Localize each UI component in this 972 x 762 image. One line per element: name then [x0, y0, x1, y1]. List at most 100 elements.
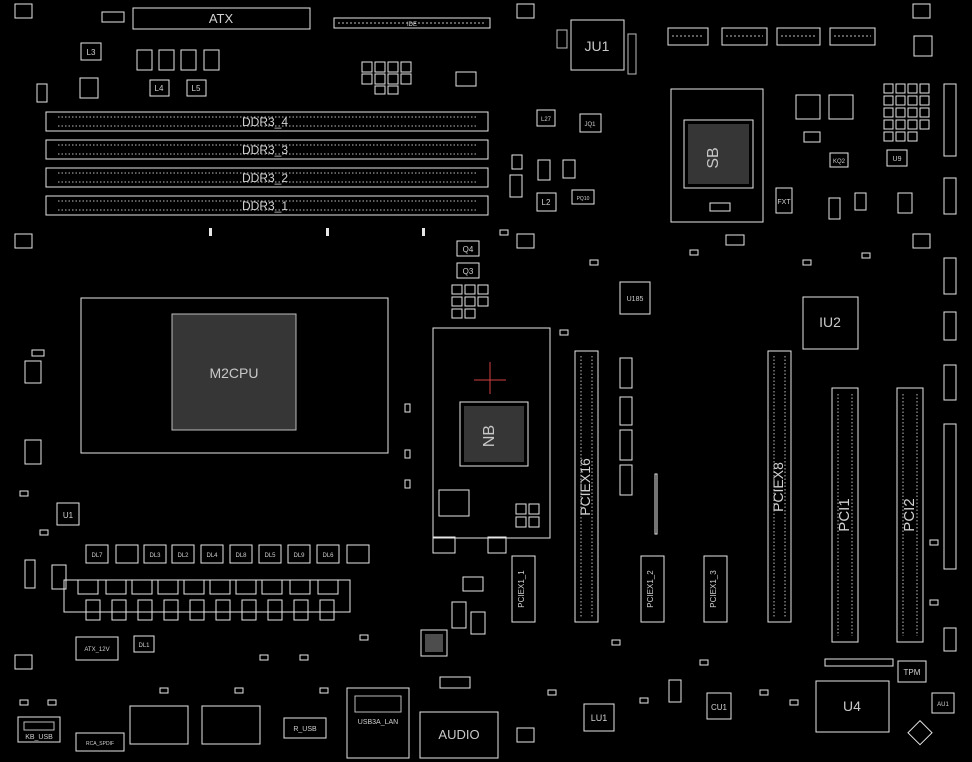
- small-part: [36, 83, 48, 103]
- marker: [209, 228, 212, 236]
- header-row: [667, 27, 876, 46]
- dl-row: DL7 DL3 DL2 DL4 DL8 DL5 DL9 DL6: [85, 544, 370, 564]
- q3-label: Q3: [463, 267, 474, 276]
- small-part: [24, 559, 36, 589]
- small-part: [562, 159, 576, 179]
- u4-chip: U4: [815, 680, 890, 733]
- pci1-slot: PCI1: [831, 387, 859, 643]
- small-part: [537, 159, 551, 181]
- au1-chip: AU1: [931, 692, 955, 714]
- small-part: [803, 131, 821, 143]
- atx-connector: ATX: [132, 7, 311, 30]
- mount-mark: [14, 233, 33, 249]
- northbridge-chip: NB: [432, 327, 551, 539]
- u9-chip: U9: [886, 149, 908, 167]
- r-usb-label: R_USB: [293, 726, 317, 733]
- cu1-label: CU1: [711, 703, 728, 712]
- l5-inductor: L5: [186, 79, 207, 97]
- ddr3-label: DDR3_3: [242, 143, 288, 157]
- fxt-label: FXT: [777, 199, 791, 206]
- iu2-chip: IU2: [802, 296, 859, 350]
- pciex1-1-slot: PCIEX1_1: [511, 555, 536, 623]
- ddr4-label: DDR3_4: [242, 115, 288, 129]
- small-part: [451, 601, 467, 629]
- mount-mark: [516, 3, 535, 19]
- l3-inductor: L3: [80, 42, 102, 61]
- u9-label: U9: [893, 156, 902, 163]
- mount-mark: [907, 719, 933, 746]
- cu1-chip: CU1: [706, 692, 732, 720]
- small-part: [668, 679, 682, 703]
- pciex16-slot: PCIEX16: [574, 350, 599, 623]
- sb-label: SB: [705, 147, 722, 168]
- mount-mark: [912, 233, 931, 249]
- m2cpu-label: M2CPU: [209, 365, 258, 381]
- kq2-part: KQ2: [829, 152, 849, 168]
- dl-label: DL4: [206, 553, 218, 559]
- small-part: [556, 29, 568, 49]
- pq10-label: PQ10: [577, 196, 590, 202]
- cpu-socket: M2CPU: [80, 297, 389, 454]
- atx12v-label: ATX_12V: [84, 647, 109, 653]
- small-part: [439, 676, 471, 689]
- small-part: [725, 234, 745, 246]
- dl-label: DL6: [322, 553, 334, 559]
- rca-spdif-port: RCA_SPDIF: [75, 732, 125, 752]
- pci2-slot: PCI2: [896, 387, 924, 643]
- mount-mark: [14, 654, 33, 670]
- small-part: [709, 202, 731, 212]
- dl-label: DL8: [235, 553, 247, 559]
- l4-inductor: L4: [149, 79, 170, 97]
- southbridge-chip: SB: [670, 88, 764, 223]
- small-part: [101, 11, 125, 23]
- small-part: [462, 576, 484, 592]
- mosfet-bank: [63, 579, 351, 621]
- l3-label: L3: [87, 48, 96, 57]
- pciex1-1-label: PCIEX1_1: [517, 570, 526, 608]
- small-part: [795, 94, 821, 120]
- l4-label: L4: [155, 84, 164, 93]
- atx-label: ATX: [209, 11, 234, 26]
- mount-mark: [516, 727, 535, 743]
- pci1-label: PCI1: [836, 498, 853, 531]
- iu2-label: IU2: [819, 314, 841, 330]
- usb-port: [201, 705, 261, 745]
- q3-part: Q3: [456, 262, 480, 279]
- scattered-passives: [19, 229, 939, 706]
- dl-label: DL7: [91, 553, 103, 559]
- l27-part: L27: [536, 109, 556, 127]
- u185-label: U185: [627, 296, 644, 303]
- ddr-slot-2: DDR3_2: [45, 167, 489, 188]
- u4-label: U4: [843, 698, 861, 714]
- pciex1-2-label: PCIEX1_2: [646, 570, 655, 608]
- audio-codec: [420, 629, 448, 657]
- front-panel-headers: [943, 83, 957, 652]
- pciex16-label: PCIEX16: [577, 458, 593, 516]
- trace: [654, 473, 658, 535]
- ddr-slot-4: DDR3_4: [45, 111, 489, 132]
- pciex1-2-slot: PCIEX1_2: [640, 555, 665, 623]
- marker: [326, 228, 329, 236]
- ide-connector: IDE: [333, 17, 491, 29]
- small-part: [854, 192, 867, 211]
- pcie-x1-bridges: [619, 357, 633, 496]
- l2-label: L2: [542, 198, 551, 207]
- pciex1-3-label: PCIEX1_3: [709, 570, 718, 608]
- u185-chip: U185: [619, 281, 651, 315]
- fxt-part: FXT: [775, 187, 793, 214]
- kq2-label: KQ2: [833, 159, 846, 165]
- u1-label: U1: [63, 511, 74, 520]
- small-part: [913, 35, 933, 57]
- usb-port: [129, 705, 189, 745]
- jq1-label: JQ1: [584, 122, 596, 128]
- pciex8-slot: PCIEX8: [767, 350, 792, 623]
- small-part: [828, 197, 841, 220]
- ddr-slot-1: DDR3_1: [45, 195, 489, 216]
- rca-spdif-label: RCA_SPDIF: [86, 741, 114, 747]
- l27-label: L27: [541, 117, 552, 123]
- audio-port: AUDIO: [419, 711, 499, 759]
- mosfet-group: [136, 49, 220, 71]
- mount-mark: [14, 3, 33, 19]
- pciex8-label: PCIEX8: [770, 462, 786, 512]
